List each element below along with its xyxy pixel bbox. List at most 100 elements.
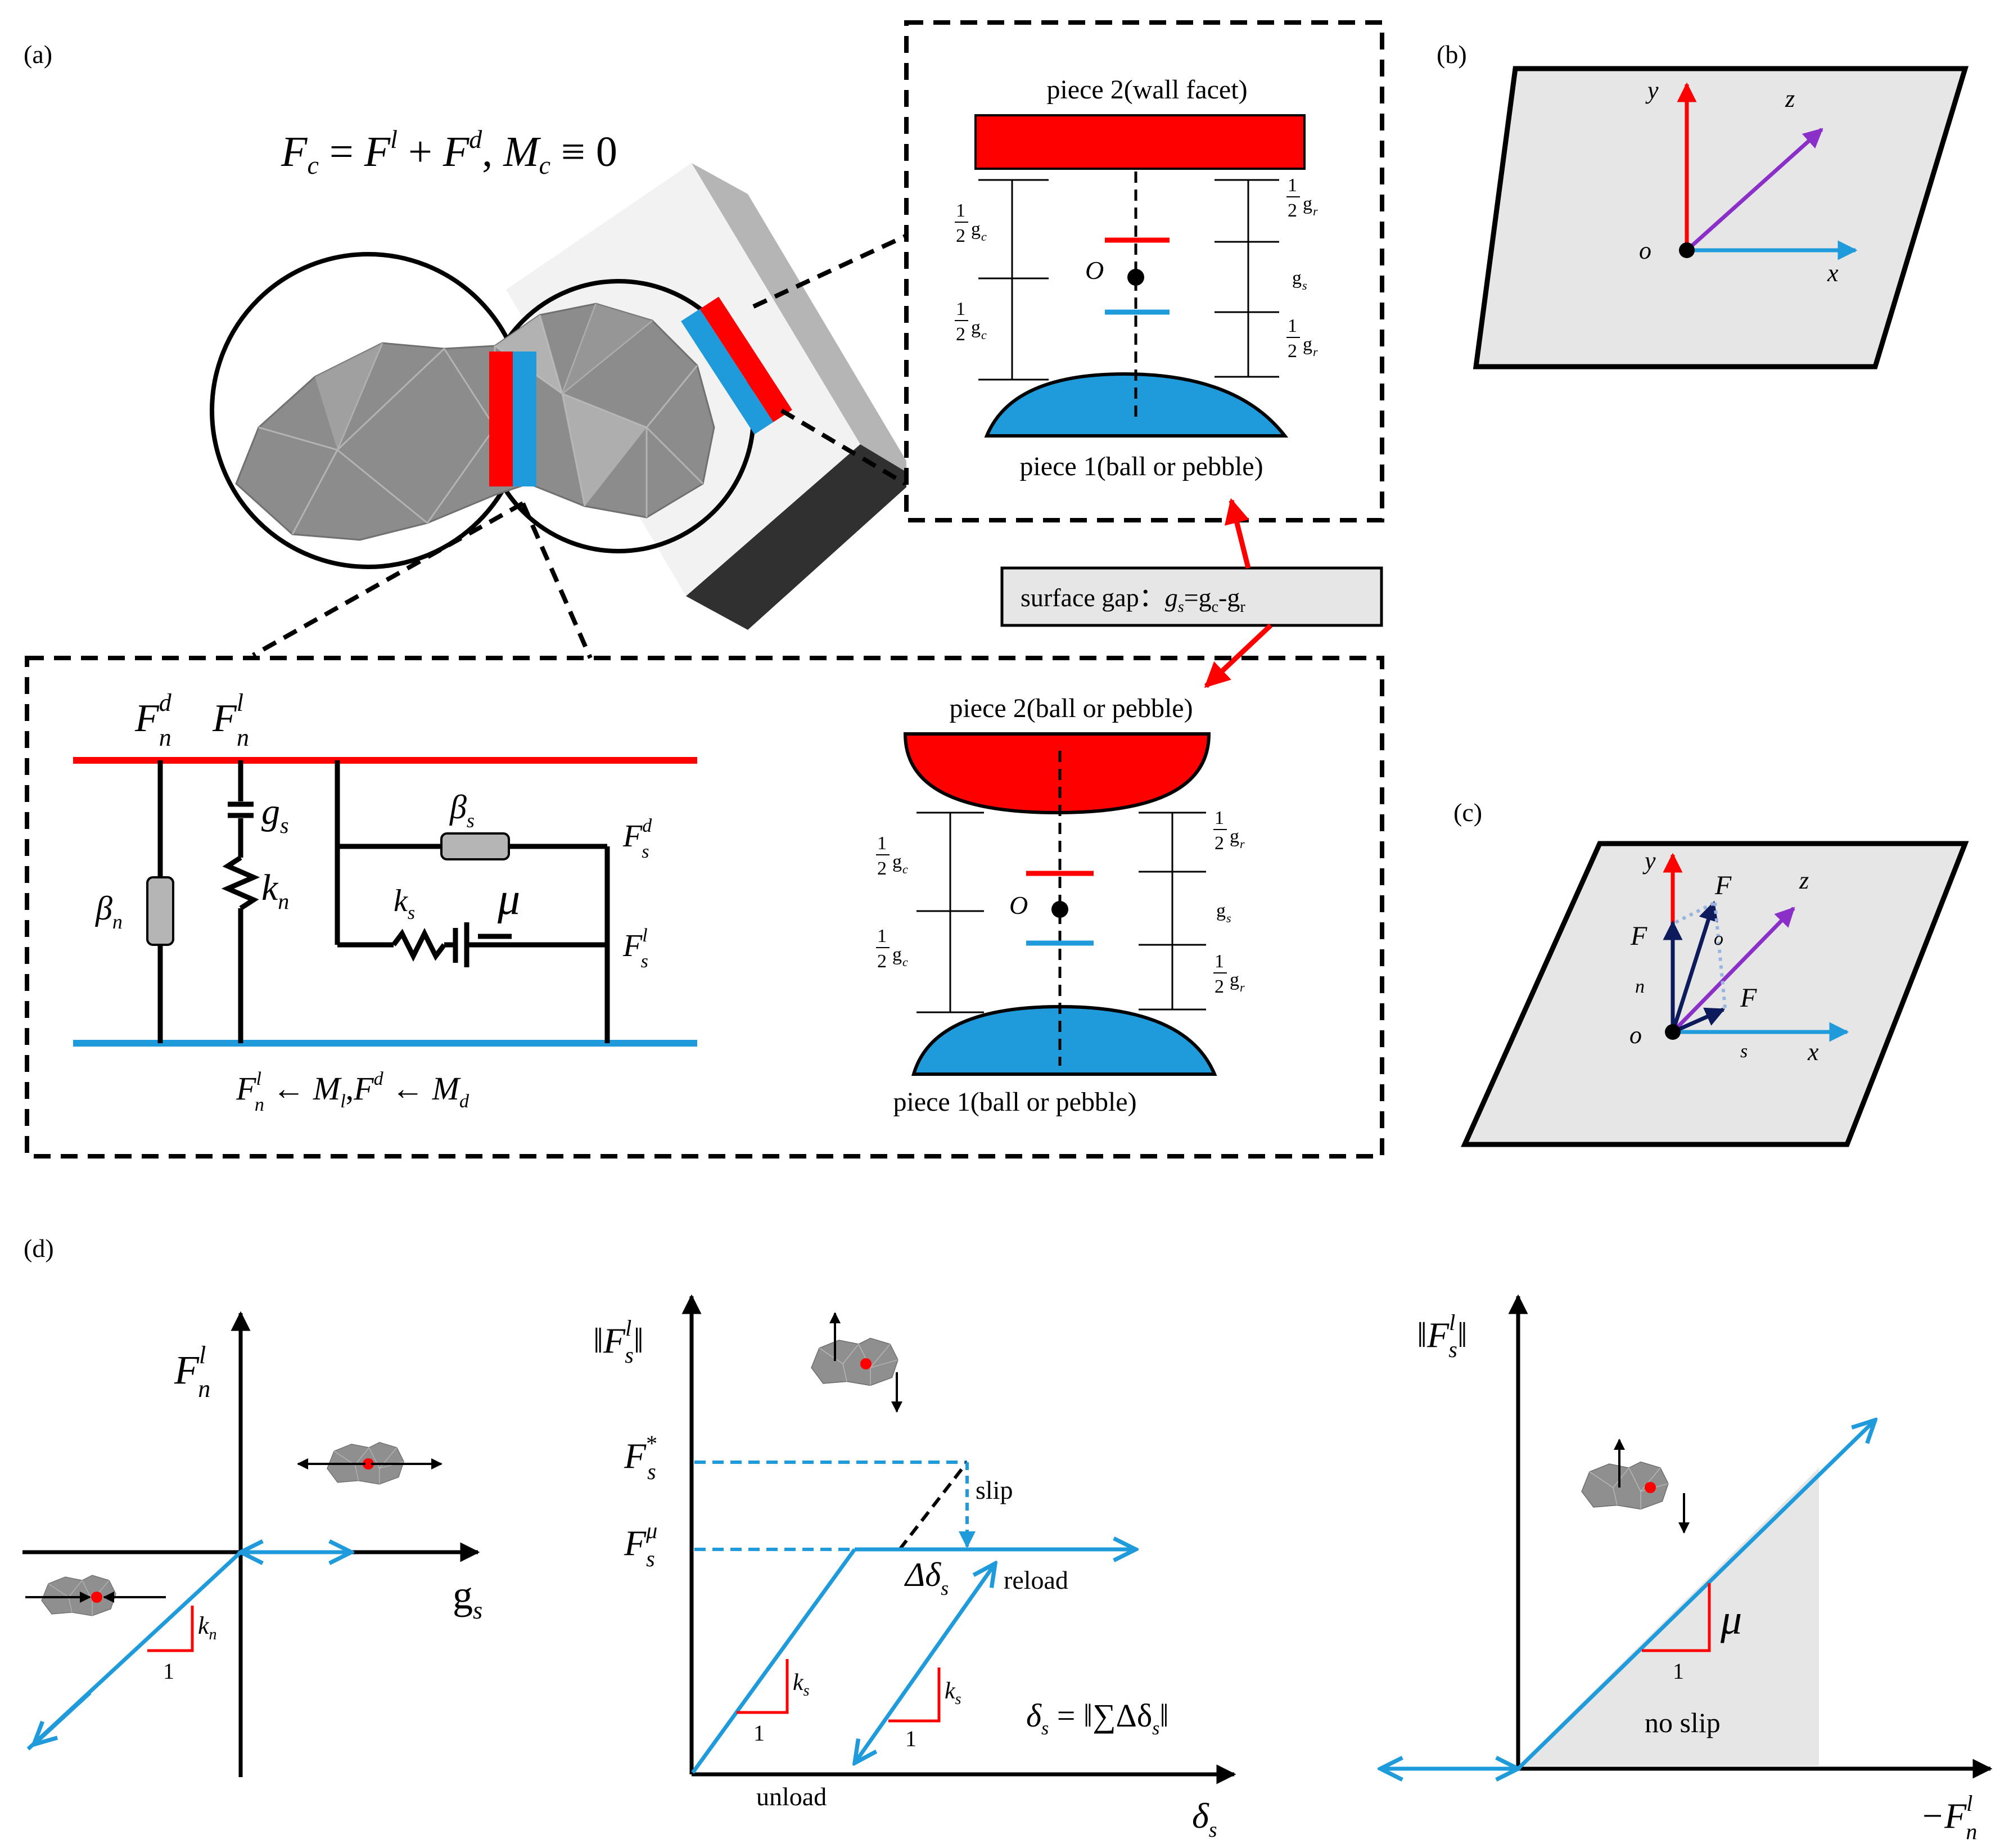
gap-arrow-down (1204, 623, 1273, 688)
d2-initial-load (691, 1548, 856, 1774)
svg-text:1: 1 (877, 926, 887, 946)
total-force-label: F (1714, 871, 1732, 900)
z-axis-c (1671, 907, 1795, 1034)
dashpot-label-betan: βn (95, 890, 123, 933)
wall-origin-dot (1127, 269, 1144, 286)
svg-text:2: 2 (877, 858, 887, 879)
leader-lines (252, 234, 907, 659)
dashpot-label-betas: βs (449, 788, 475, 832)
svg-text:2: 2 (1215, 833, 1224, 854)
rheology-box (25, 656, 1384, 1159)
shear-force-vector (1672, 1007, 1726, 1034)
ball-piece1-dome (911, 1004, 1217, 1076)
total-force-sub: o (1714, 928, 1723, 949)
contact-slab-red (489, 351, 513, 486)
svg-text:g: g (971, 219, 981, 240)
svg-text:g: g (1303, 193, 1312, 214)
svg-text:1: 1 (877, 833, 887, 854)
d3-slope-one: 1 (1673, 1658, 1684, 1684)
shear-force-label: F (1740, 983, 1757, 1013)
svg-text:g: g (1216, 900, 1226, 921)
friction-label-mu: μ (497, 875, 520, 924)
d2-slope-one-1: 1 (753, 1720, 765, 1746)
svg-text:g: g (971, 317, 981, 338)
d2-x-label: δs (1192, 1796, 1217, 1842)
y-label-b: y (1645, 76, 1659, 104)
svg-text:s: s (1226, 911, 1231, 925)
svg-text:2: 2 (877, 951, 887, 972)
svg-text:g: g (1292, 268, 1302, 289)
svg-text:1: 1 (956, 299, 965, 319)
d3-no-slip-label: no slip (1645, 1707, 1721, 1738)
plane-c (1461, 841, 1969, 1147)
z-label-c: z (1799, 867, 1809, 894)
svg-text:1: 1 (1288, 175, 1297, 196)
ball-origin-dot (1051, 901, 1068, 918)
svg-text:c: c (981, 229, 987, 244)
svg-text:g: g (892, 944, 902, 965)
origin-dot-c (1665, 1024, 1681, 1040)
z-label-b: z (1785, 85, 1795, 112)
svg-text:g: g (892, 851, 902, 872)
svg-text:g: g (1230, 826, 1239, 847)
svg-text:c: c (902, 955, 908, 969)
y-label-c: y (1642, 847, 1656, 875)
d2-slip-dashed-rise (898, 1461, 969, 1550)
d2-slope-triangle-2 (888, 1667, 941, 1723)
svg-text:r: r (1240, 980, 1245, 994)
panel-b: y z x o (1473, 66, 1969, 369)
ball-piece2-label: piece 2(ball or pebble) (949, 693, 1193, 723)
svg-text:c: c (902, 862, 908, 876)
d1-load-arrow (34, 1691, 92, 1745)
d2-displacement-equation: δs = ‖∑Δδs‖ (1026, 1697, 1169, 1739)
d2-delta-label: Δδs (904, 1556, 949, 1599)
gap-arrow-up (1224, 498, 1251, 569)
svg-text:2: 2 (1288, 341, 1297, 362)
d1-slope-triangle (147, 1606, 194, 1652)
projection-line-2 (1713, 902, 1727, 1009)
wall-piece1-label: piece 1(ball or pebble) (1019, 452, 1263, 481)
label-a: (a) (24, 40, 52, 69)
wall-origin-label: O (1085, 256, 1104, 285)
spring-label-ks: ks (394, 884, 415, 923)
contact-slab-blue (513, 351, 536, 486)
wall-piece1-dome (984, 372, 1289, 438)
spring-label-kn: kn (261, 867, 289, 914)
svg-text:r: r (1240, 837, 1245, 851)
d2-unload-label: unload (756, 1782, 827, 1811)
panel-a: Fc = Fl + Fd, Mc ≡ 0 (25, 20, 1384, 1159)
d2-slope-label-1: ks (793, 1670, 810, 1700)
rheology-network (157, 760, 610, 1043)
svg-text:1: 1 (956, 200, 965, 221)
svg-text:1: 1 (1215, 808, 1224, 828)
d2-slip-label: slip (976, 1476, 1013, 1504)
d2-slope-one-2: 1 (905, 1726, 917, 1751)
svg-text:2: 2 (956, 324, 965, 345)
wall-left-dimension (978, 179, 1049, 381)
wall-piece2-label: piece 2(wall facet) (1046, 75, 1247, 105)
svg-text:2: 2 (956, 226, 965, 246)
d1-slope-one: 1 (163, 1658, 174, 1684)
wall-right-dimension (1215, 179, 1279, 378)
d3-no-slip-region (1518, 1468, 1819, 1766)
shear-force-sub: s (1740, 1041, 1748, 1062)
svg-text:1: 1 (1215, 951, 1224, 972)
z-axis-b (1685, 128, 1823, 252)
gap-label-gs: gs (261, 791, 289, 838)
normal-force-label: F (1630, 921, 1647, 951)
